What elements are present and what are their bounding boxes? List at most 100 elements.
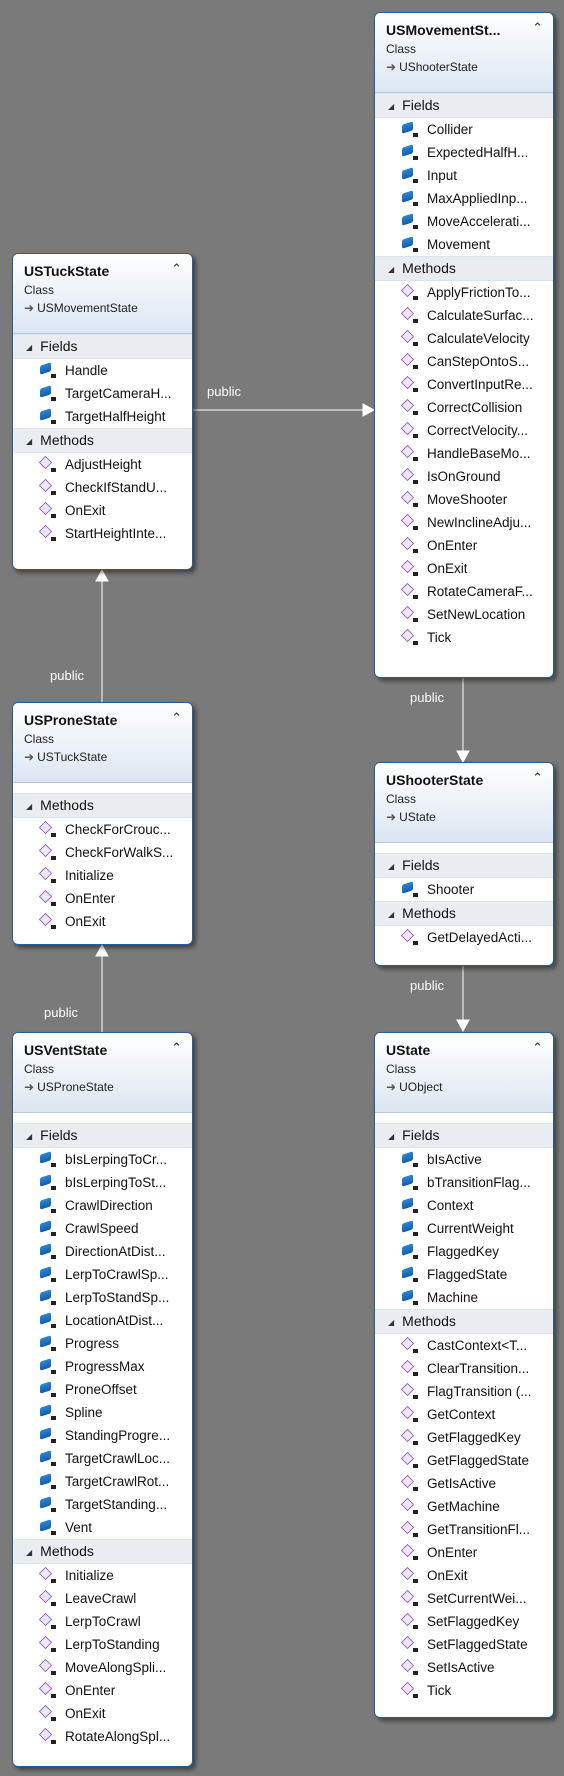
method-item[interactable]: CorrectCollision: [375, 396, 553, 419]
field-item[interactable]: FlaggedState: [375, 1263, 553, 1286]
method-item[interactable]: StartHeightInte...: [13, 522, 192, 545]
method-item[interactable]: RotateAlongSpl...: [13, 1725, 192, 1748]
methods-section-header[interactable]: ◢Methods: [13, 428, 192, 453]
method-item[interactable]: OnExit: [13, 1702, 192, 1725]
fields-section-header[interactable]: ◢Fields: [13, 1123, 192, 1148]
class-header[interactable]: USTuckState Class ➜USMovementState ⌃: [13, 254, 192, 334]
method-item[interactable]: LerpToStanding: [13, 1633, 192, 1656]
field-item[interactable]: CrawlSpeed: [13, 1217, 192, 1240]
field-item[interactable]: bIsLerpingToSt...: [13, 1171, 192, 1194]
method-item[interactable]: OnExit: [375, 1564, 553, 1587]
method-item[interactable]: OnExit: [13, 910, 192, 933]
field-item[interactable]: LerpToStandSp...: [13, 1286, 192, 1309]
field-item[interactable]: TargetCrawlRot...: [13, 1470, 192, 1493]
method-item[interactable]: SetNewLocation: [375, 603, 553, 626]
methods-section-header[interactable]: ◢Methods: [375, 901, 553, 926]
field-item[interactable]: FlaggedKey: [375, 1240, 553, 1263]
field-item[interactable]: TargetCameraH...: [13, 382, 192, 405]
method-item[interactable]: MoveShooter: [375, 488, 553, 511]
fields-section-header[interactable]: ◢Fields: [375, 853, 553, 878]
method-item[interactable]: GetIsActive: [375, 1472, 553, 1495]
method-item[interactable]: ConvertInputRe...: [375, 373, 553, 396]
field-item[interactable]: StandingProgre...: [13, 1424, 192, 1447]
class-box-ustate[interactable]: UState Class ➜UObject ⌃ ◢Fields bIsActiv…: [374, 1032, 554, 1718]
method-item[interactable]: MoveAlongSpli...: [13, 1656, 192, 1679]
class-header[interactable]: USMovementSt... Class ➜UShooterState ⌃: [375, 13, 553, 93]
method-item[interactable]: CalculateSurfac...: [375, 304, 553, 327]
field-item[interactable]: Machine: [375, 1286, 553, 1309]
field-item[interactable]: LocationAtDist...: [13, 1309, 192, 1332]
method-item[interactable]: SetIsActive: [375, 1656, 553, 1679]
field-item[interactable]: bIsActive: [375, 1148, 553, 1171]
field-item[interactable]: CurrentWeight: [375, 1217, 553, 1240]
class-box-ushooterstate[interactable]: UShooterState Class ➜UState ⌃ ◢Fields Sh…: [374, 762, 554, 966]
fields-section-header[interactable]: ◢Fields: [375, 93, 553, 118]
method-item[interactable]: FlagTransition (...: [375, 1380, 553, 1403]
field-item[interactable]: DirectionAtDist...: [13, 1240, 192, 1263]
methods-section-header[interactable]: ◢Methods: [375, 256, 553, 281]
field-item[interactable]: Spline: [13, 1401, 192, 1424]
method-item[interactable]: Initialize: [13, 1564, 192, 1587]
method-item[interactable]: OnEnter: [13, 887, 192, 910]
field-item[interactable]: MoveAccelerati...: [375, 210, 553, 233]
field-item[interactable]: ExpectedHalfH...: [375, 141, 553, 164]
method-item[interactable]: CheckIfStandU...: [13, 476, 192, 499]
field-item[interactable]: MaxAppliedInp...: [375, 187, 553, 210]
field-item[interactable]: LerpToCrawlSp...: [13, 1263, 192, 1286]
method-item[interactable]: LerpToCrawl: [13, 1610, 192, 1633]
class-box-usventstate[interactable]: USVentState Class ➜USProneState ⌃ ◢Field…: [12, 1032, 193, 1767]
class-box-uspronestate[interactable]: USProneState Class ➜USTuckState ⌃ ◢Metho…: [12, 702, 193, 945]
double-chevron-up-icon[interactable]: ⌃: [532, 770, 543, 785]
field-item[interactable]: Input: [375, 164, 553, 187]
field-item[interactable]: TargetStanding...: [13, 1493, 192, 1516]
method-item[interactable]: NewInclineAdju...: [375, 511, 553, 534]
method-item[interactable]: GetMachine: [375, 1495, 553, 1518]
field-item[interactable]: Context: [375, 1194, 553, 1217]
method-item[interactable]: GetContext: [375, 1403, 553, 1426]
method-item[interactable]: ClearTransition...: [375, 1357, 553, 1380]
method-item[interactable]: AdjustHeight: [13, 453, 192, 476]
method-item[interactable]: OnExit: [375, 557, 553, 580]
field-item[interactable]: Collider: [375, 118, 553, 141]
method-item[interactable]: ApplyFrictionTo...: [375, 281, 553, 304]
field-item[interactable]: Handle: [13, 359, 192, 382]
fields-section-header[interactable]: ◢Fields: [375, 1123, 553, 1148]
method-item[interactable]: Tick: [375, 1679, 553, 1702]
methods-section-header[interactable]: ◢Methods: [375, 1309, 553, 1334]
class-header[interactable]: USVentState Class ➜USProneState ⌃: [13, 1033, 192, 1113]
field-item[interactable]: bTransitionFlag...: [375, 1171, 553, 1194]
method-item[interactable]: CalculateVelocity: [375, 327, 553, 350]
method-item[interactable]: CastContext<T...: [375, 1334, 553, 1357]
method-item[interactable]: OnExit: [13, 499, 192, 522]
class-box-ustuckstate[interactable]: USTuckState Class ➜USMovementState ⌃ ◢Fi…: [12, 253, 193, 570]
method-item[interactable]: Initialize: [13, 864, 192, 887]
field-item[interactable]: CrawlDirection: [13, 1194, 192, 1217]
field-item[interactable]: TargetCrawlLoc...: [13, 1447, 192, 1470]
class-header[interactable]: UState Class ➜UObject ⌃: [375, 1033, 553, 1113]
methods-section-header[interactable]: ◢Methods: [13, 793, 192, 818]
class-header[interactable]: USProneState Class ➜USTuckState ⌃: [13, 703, 192, 783]
method-item[interactable]: GetDelayedActi...: [375, 926, 553, 949]
field-item[interactable]: Vent: [13, 1516, 192, 1539]
field-item[interactable]: TargetHalfHeight: [13, 405, 192, 428]
double-chevron-up-icon[interactable]: ⌃: [171, 261, 182, 276]
method-item[interactable]: GetFlaggedState: [375, 1449, 553, 1472]
field-item[interactable]: Progress: [13, 1332, 192, 1355]
double-chevron-up-icon[interactable]: ⌃: [532, 1040, 543, 1055]
method-item[interactable]: CanStepOntoS...: [375, 350, 553, 373]
method-item[interactable]: GetTransitionFl...: [375, 1518, 553, 1541]
method-item[interactable]: SetFlaggedState: [375, 1633, 553, 1656]
method-item[interactable]: SetCurrentWei...: [375, 1587, 553, 1610]
field-item[interactable]: Shooter: [375, 878, 553, 901]
method-item[interactable]: CorrectVelocity...: [375, 419, 553, 442]
class-box-usmovementstate[interactable]: USMovementSt... Class ➜UShooterState ⌃ ◢…: [374, 12, 554, 678]
method-item[interactable]: SetFlaggedKey: [375, 1610, 553, 1633]
double-chevron-up-icon[interactable]: ⌃: [532, 20, 543, 35]
field-item[interactable]: bIsLerpingToCr...: [13, 1148, 192, 1171]
method-item[interactable]: CheckForCrouc...: [13, 818, 192, 841]
field-item[interactable]: ProgressMax: [13, 1355, 192, 1378]
method-item[interactable]: LeaveCrawl: [13, 1587, 192, 1610]
double-chevron-up-icon[interactable]: ⌃: [171, 710, 182, 725]
fields-section-header[interactable]: ◢Fields: [13, 334, 192, 359]
method-item[interactable]: GetFlaggedKey: [375, 1426, 553, 1449]
